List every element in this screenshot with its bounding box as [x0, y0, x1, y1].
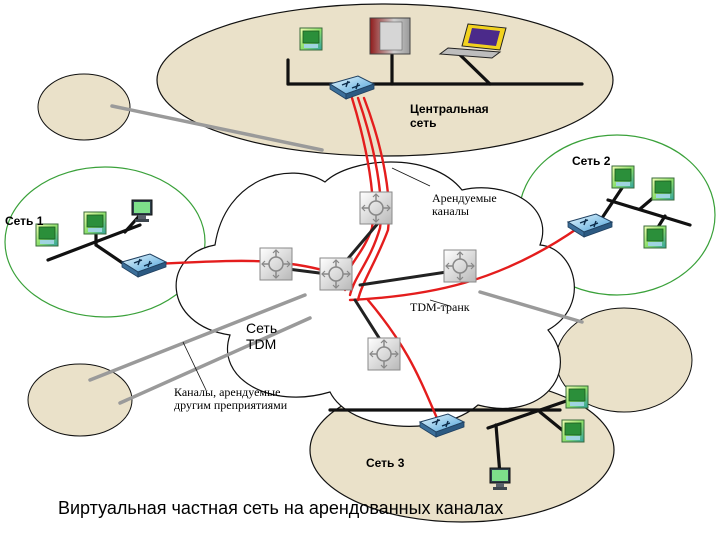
central-network-label: Центральная сеть — [410, 102, 489, 130]
tdm-mux-icon — [259, 247, 293, 281]
network-1-area — [4, 166, 206, 318]
network-2-label: Сеть 2 — [572, 154, 611, 168]
tdm-mux-icon — [443, 249, 477, 283]
remote-site-bottom-left — [27, 363, 133, 437]
leased-channels-label: Арендуемые каналы — [432, 191, 497, 218]
network-1-label: Сеть 1 — [5, 214, 44, 228]
network-3-label: Сеть 3 — [366, 456, 405, 470]
callout-leaders — [182, 167, 451, 391]
workstation-icon — [611, 165, 635, 189]
tdm-mux-icon — [359, 191, 393, 225]
tdm-network-label: Сеть TDM — [246, 320, 278, 352]
tdm-mux-icon — [367, 337, 401, 371]
workstation-icon — [561, 419, 585, 443]
tdm-trunk-label: TDM-транк — [410, 300, 470, 314]
workstation-icon — [565, 385, 589, 409]
server-icon — [369, 17, 411, 55]
workstation-icon — [299, 27, 323, 51]
workstation-icon — [651, 177, 675, 201]
page-caption: Виртуальная частная сеть на арендованных… — [58, 498, 504, 518]
tdm-mux-icon — [319, 257, 353, 291]
other-leased-lines — [88, 104, 584, 405]
tdm-cloud — [175, 161, 575, 427]
workstation-icon — [83, 211, 107, 235]
laptop-icon — [438, 23, 507, 59]
other-leased-label: Каналы, арендуемые другим преприятиями — [174, 385, 288, 412]
remote-site-top-left — [37, 73, 131, 141]
workstation-icon — [643, 225, 667, 249]
